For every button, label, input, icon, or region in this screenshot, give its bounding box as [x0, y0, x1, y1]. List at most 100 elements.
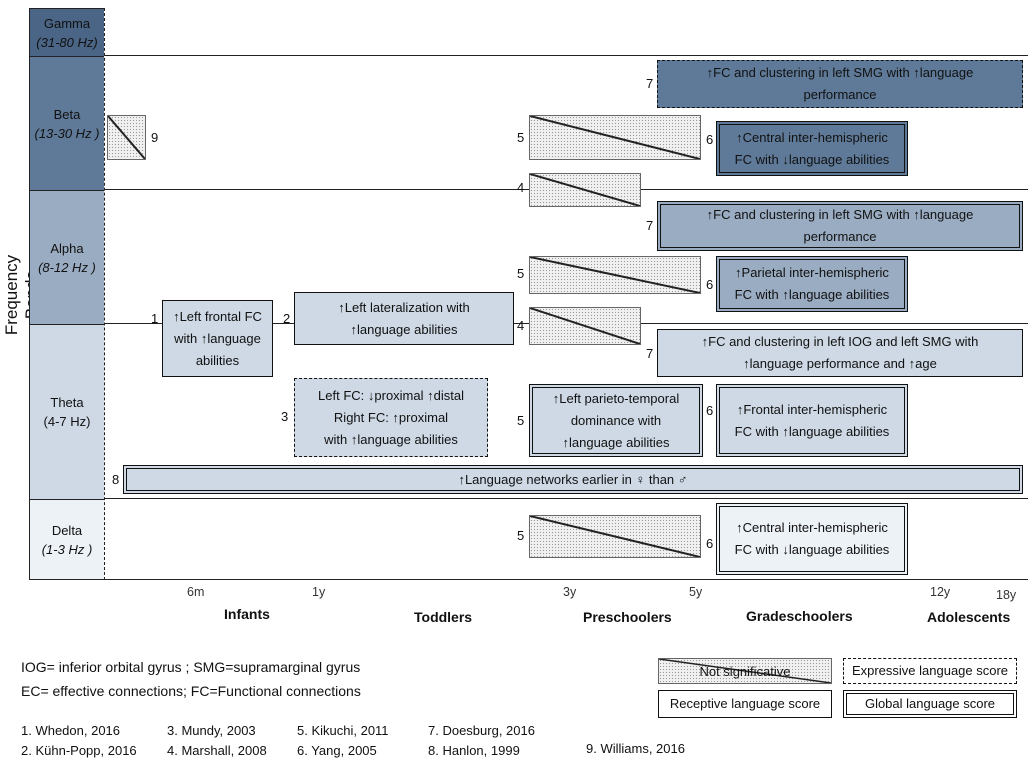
theta-frontal-line2: FC with ↑language abilities: [734, 423, 890, 439]
ref-alpha-7: 7: [646, 218, 654, 233]
alpha-ns-marshall: [529, 307, 641, 345]
band-beta-range: (13-30 Hz ): [34, 125, 100, 141]
beta-central-line1: ↑Central inter-hemispheric: [736, 129, 888, 145]
dashed-birth-line: [104, 8, 105, 580]
band-beta: Beta (13-30 Hz ): [30, 56, 104, 190]
band-theta: Theta (4-7 Hz): [30, 324, 104, 499]
beta-ns-williams: [107, 115, 146, 160]
legend-expressive-label: Expressive language score: [851, 663, 1009, 678]
stage-gradeschoolers: Gradeschoolers: [746, 608, 853, 624]
diagonal-line-icon: [530, 116, 700, 159]
reference-2: 2. Kühn-Popp, 2016: [21, 743, 137, 758]
stage-preschoolers: Preschoolers: [583, 609, 672, 625]
reference-3: 3. Mundy, 2003: [167, 723, 256, 738]
tick-18y: 18y: [996, 588, 1017, 602]
legend-global: Global language score: [843, 690, 1017, 718]
alpha-parietal-line2: FC with ↑language abilities: [734, 287, 890, 302]
legend-receptive-label: Receptive language score: [669, 696, 821, 711]
ref-theta-8: 8: [112, 472, 120, 487]
band-theta-name: Theta: [50, 395, 84, 410]
band-gamma-range: (31-80 Hz): [36, 34, 98, 50]
alpha-frontal-line1: ↑Left frontal FC: [173, 308, 262, 324]
diagonal-line-icon: [530, 257, 700, 293]
alpha-frontal-line3: abilities: [195, 352, 240, 368]
ref-beta-9: 9: [151, 130, 159, 145]
reference-6: 6. Yang, 2005: [297, 743, 377, 758]
legend-expressive: Expressive language score: [843, 658, 1017, 684]
band-delta-name: Delta: [51, 523, 83, 538]
alpha-parietal-line1: ↑Parietal inter-hemispheric: [735, 265, 889, 280]
theta-mundy-line3: with ↑language abilities: [324, 431, 458, 447]
band-gamma-name: Gamma: [43, 15, 91, 31]
tick-6m: 6m: [187, 585, 205, 599]
beta-fc-smg-box: ↑FC and clustering in left SMG with ↑lan…: [657, 60, 1023, 108]
reference-8: 8. Hanlon, 1999: [428, 743, 520, 758]
beta-ns-marshall: [529, 173, 641, 207]
tick-3y: 3y: [563, 585, 577, 599]
alpha-fc-smg-box: ↑FC and clustering in left SMG with ↑lan…: [657, 201, 1023, 251]
tick-1y: 1y: [312, 585, 326, 599]
y-axis-label: Frequency Bands: [2, 235, 41, 355]
tick-12y: 12y: [930, 585, 951, 599]
ref-alpha-5: 5: [517, 266, 525, 281]
theta-fc-iog-smg-box: ↑FC and clustering in left IOG and left …: [657, 329, 1023, 377]
alpha-fc-smg-line1: ↑FC and clustering in left SMG with ↑lan…: [706, 207, 974, 222]
reference-9: 9. Williams, 2016: [586, 741, 685, 756]
theta-delta-divider: [104, 498, 1028, 499]
band-alpha: Alpha (8-12 Hz ): [30, 190, 104, 324]
beta-fc-smg-line2: performance: [803, 87, 877, 102]
ref-beta-4: 4: [517, 180, 525, 195]
alpha-ns-kikuchi: [529, 256, 701, 294]
reference-7: 7. Doesburg, 2016: [428, 723, 535, 738]
reference-1: 1. Whedon, 2016: [21, 723, 121, 738]
ref-theta-5: 5: [517, 413, 525, 428]
alpha-left-frontal-box: ↑Left frontal FC with ↑language abilities: [162, 300, 273, 377]
ref-alpha-4: 4: [517, 318, 525, 333]
theta-mundy-line2: Right FC: ↑proximal: [333, 409, 449, 425]
ref-theta-6: 6: [706, 403, 714, 418]
gamma-beta-divider: [104, 55, 1028, 56]
alpha-lateral-line1: ↑Left lateralization with: [338, 299, 470, 315]
theta-mundy-line1: Left FC: ↓proximal ↑distal: [318, 387, 464, 403]
theta-iog-line2: ↑language performance and ↑age: [743, 356, 937, 371]
theta-parieto-line3: ↑language abilities: [562, 434, 670, 450]
band-delta-range: (1-3 Hz ): [41, 542, 93, 557]
diagonal-line-icon: [530, 308, 640, 344]
theta-frontal-line1: ↑Frontal inter-hemispheric: [736, 401, 888, 417]
ref-beta-6: 6: [706, 132, 714, 147]
ref-theta-3: 3: [281, 409, 289, 424]
diagonal-line-icon: [530, 516, 700, 557]
ref-delta-6: 6: [706, 536, 714, 551]
alpha-frontal-line2: with ↑language: [174, 330, 261, 346]
diagonal-line-icon: [530, 174, 640, 206]
ref-theta-7: 7: [646, 346, 654, 361]
abbreviation-line-2: EC= effective connections; FC=Functional…: [21, 683, 361, 699]
beta-ns-kikuchi: [529, 115, 701, 160]
ref-alpha-1: 1: [151, 311, 159, 326]
band-alpha-name: Alpha: [50, 240, 84, 256]
stage-adolescents: Adolescents: [927, 609, 1011, 625]
band-theta-range: (4-7 Hz): [43, 414, 91, 429]
reference-5: 5. Kikuchi, 2011: [297, 723, 389, 738]
delta-ns-kikuchi: [529, 515, 701, 558]
alpha-parietal-ihc-box: ↑Parietal inter-hemispheric FC with ↑lang…: [716, 256, 908, 312]
legend-global-label: Global language score: [864, 696, 996, 711]
alpha-fc-smg-line2: performance: [803, 229, 877, 244]
abbreviation-line-1: IOG= inferior orbital gyrus ; SMG=supram…: [21, 659, 361, 675]
stage-toddlers: Toddlers: [414, 609, 473, 625]
stage-infants: Infants: [224, 606, 270, 622]
legend-receptive: Receptive language score: [658, 690, 832, 718]
theta-iog-line1: ↑FC and clustering in left IOG and left …: [701, 334, 979, 349]
reference-4: 4. Marshall, 2008: [167, 743, 267, 758]
theta-parieto-line1: ↑Left parieto-temporal: [552, 390, 680, 406]
alpha-lateral-line2: ↑language abilities: [350, 321, 458, 337]
theta-hanlon-line1: ↑Language networks earlier in ♀ than ♂: [458, 471, 688, 487]
theta-frontal-ihc-box: ↑Frontal inter-hemispheric FC with ↑langu…: [716, 384, 908, 457]
delta-central-line1: ↑Central inter-hemispheric: [736, 520, 888, 535]
x-axis: [29, 579, 1028, 580]
diagonal-line-icon: [108, 116, 145, 159]
